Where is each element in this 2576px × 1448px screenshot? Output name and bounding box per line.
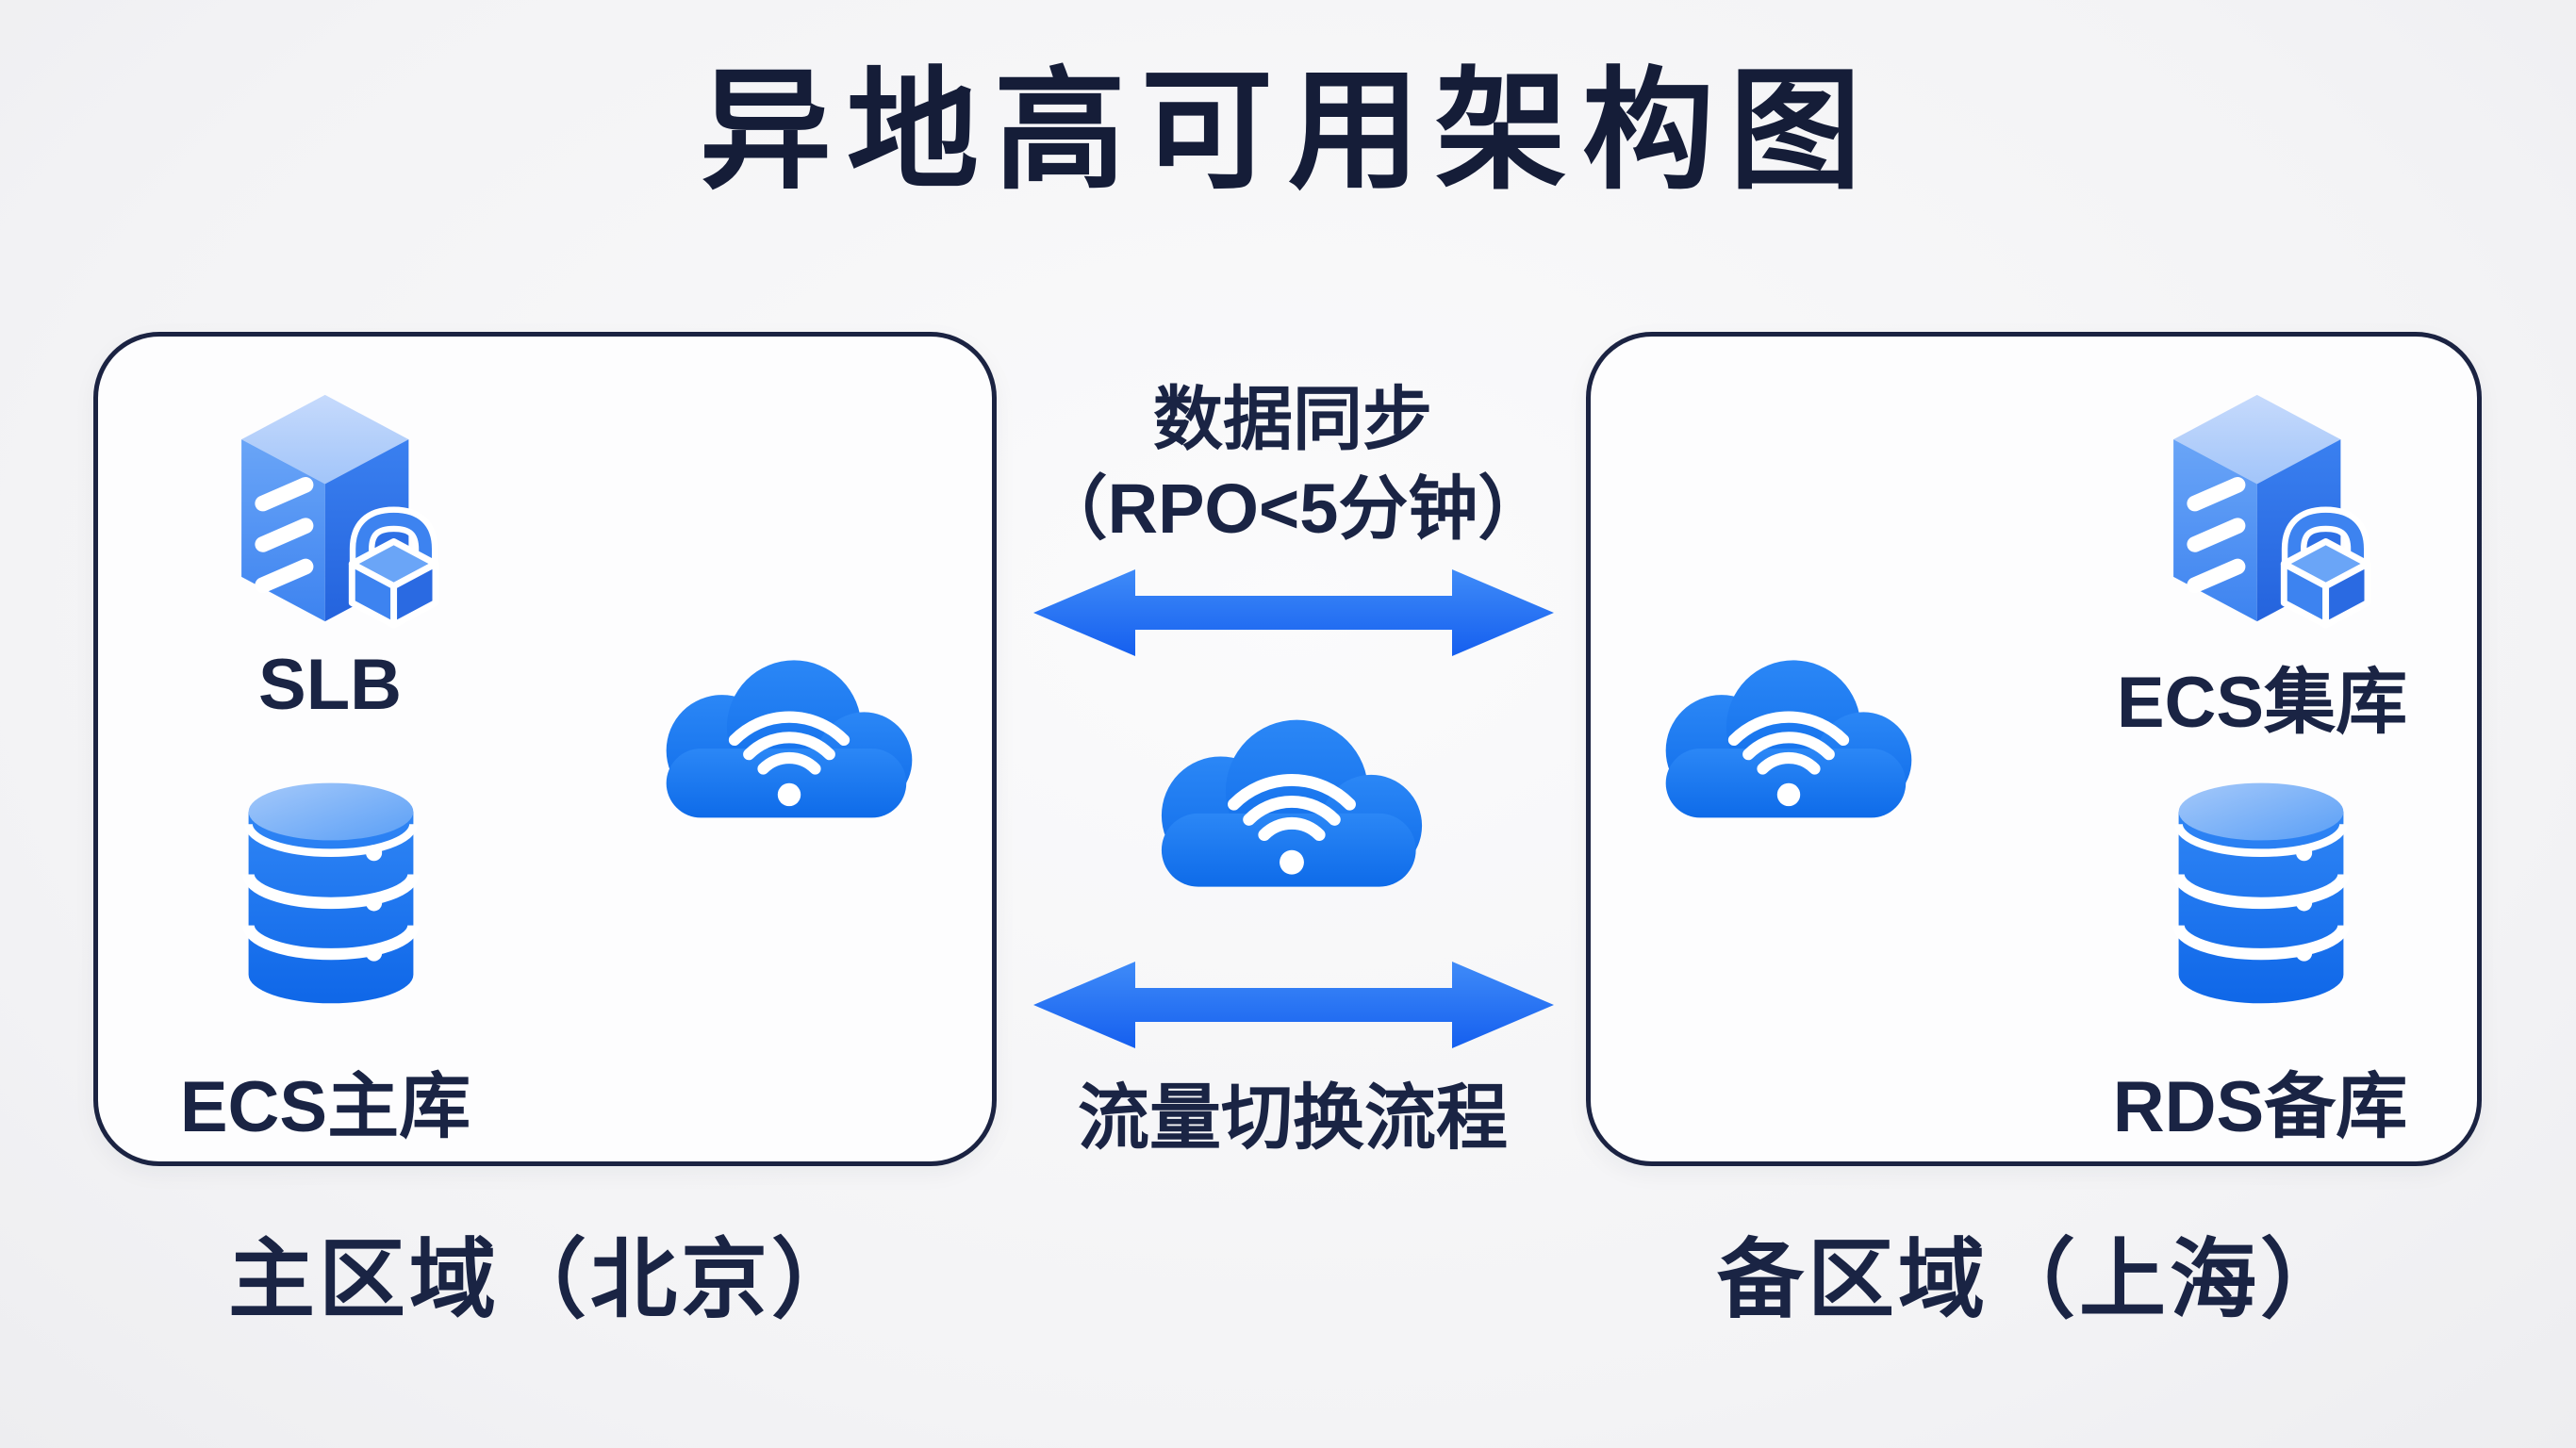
traffic-switch-label: 流量切换流程 <box>1078 1078 1508 1159</box>
data-sync-label-line2: （RPO<5分钟） <box>1037 469 1548 548</box>
backup-region-box: ECS集库 RDS备库 <box>1586 332 2482 1166</box>
node-label-slb: SLB <box>258 645 402 725</box>
node-label-ecs-master: ECS主库 <box>179 1067 471 1147</box>
backup-region-caption: 备区域（上海） <box>1716 1232 2351 1328</box>
cloud-wifi-icon <box>1124 701 1460 915</box>
cloud-wifi-icon <box>631 643 948 845</box>
double-arrow-icon <box>1030 960 1558 1050</box>
server-lock-icon <box>2162 384 2381 630</box>
double-arrow-icon <box>1030 568 1558 658</box>
node-label-ecs-replica: ECS集库 <box>2116 663 2408 743</box>
node-label-rds-backup: RDS备库 <box>2112 1067 2408 1147</box>
cloud-wifi-icon <box>1630 643 1947 845</box>
data-sync-label: 数据同步 （RPO<5分钟） <box>1005 375 1580 553</box>
server-lock-icon <box>230 384 449 630</box>
primary-region-box: SLB ECS主库 <box>93 332 997 1166</box>
diagram-title: 异地高可用架构图 <box>699 57 1876 205</box>
primary-region-caption: 主区域（北京） <box>227 1232 862 1328</box>
database-icon <box>241 776 421 1009</box>
data-sync-label-line1: 数据同步 <box>1153 380 1432 458</box>
database-icon <box>2171 776 2351 1009</box>
